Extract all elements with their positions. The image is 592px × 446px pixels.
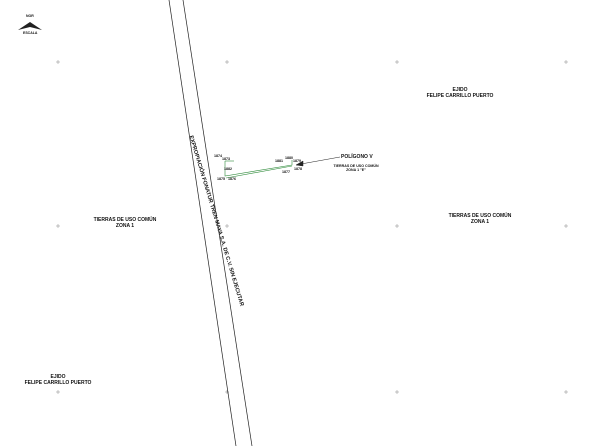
region-label-zona1-e: TIERRAS DE USO COMÚN ZONA 1 [445, 213, 515, 225]
corridor-lines [168, 0, 253, 446]
region-subtitle: ZONA 1 [115, 223, 135, 229]
north-arrow-icon [18, 22, 42, 30]
corridor-edge-right [182, 0, 253, 446]
region-label-ejido-ne: EJIDO FELIPE CARRILLO PUERTO [420, 87, 500, 99]
region-label-zona1-w: TIERRAS DE USO COMÚN ZONA 1 [90, 217, 160, 229]
north-label: NOR [26, 14, 34, 18]
region-title: TIERRAS DE USO COMÚN [93, 217, 157, 223]
polygon-callout-line2: ZONA 1 "E" [346, 168, 366, 172]
polygon-v [224, 160, 293, 179]
vertex-label: 1876 [228, 177, 236, 181]
vertex-label: 1873 [222, 157, 230, 161]
region-title: EJIDO [452, 87, 468, 93]
vertex-label: 1881 [275, 159, 283, 163]
grid-ticks [56, 60, 568, 394]
callout-leader [295, 156, 341, 167]
vertex-label: 1878 [294, 167, 302, 171]
vertex-label: 1882 [224, 167, 232, 171]
leader-line [300, 156, 341, 165]
vertex-label: 1874 [214, 154, 222, 158]
polygon-callout-line1: TIERRAS DE USO COMÚN [333, 164, 379, 168]
polygon-callout-subtitle: TIERRAS DE USO COMÚN ZONA 1 "E" [331, 164, 381, 172]
region-title: EJIDO [50, 374, 66, 380]
scale-label: ESCALA [23, 31, 38, 35]
vertex-label: 1875 [217, 177, 225, 181]
region-subtitle: FELIPE CARRILLO PUERTO [24, 380, 92, 386]
region-subtitle: FELIPE CARRILLO PUERTO [426, 93, 494, 99]
vertex-label: 1879 [293, 159, 301, 163]
polygon-callout-title: POLÍGONO V [341, 154, 373, 160]
region-label-ejido-sw: EJIDO FELIPE CARRILLO PUERTO [18, 374, 98, 386]
vertex-label: 1877 [282, 170, 290, 174]
vertex-label: 1880 [285, 156, 293, 160]
corridor-edge-left [168, 0, 237, 446]
leader-arrowhead [295, 160, 304, 167]
region-title: TIERRAS DE USO COMÚN [448, 213, 512, 219]
polygon-outline-top [224, 160, 293, 177]
polygon-outline-bottom [225, 165, 293, 179]
region-subtitle: ZONA 1 [470, 219, 490, 225]
